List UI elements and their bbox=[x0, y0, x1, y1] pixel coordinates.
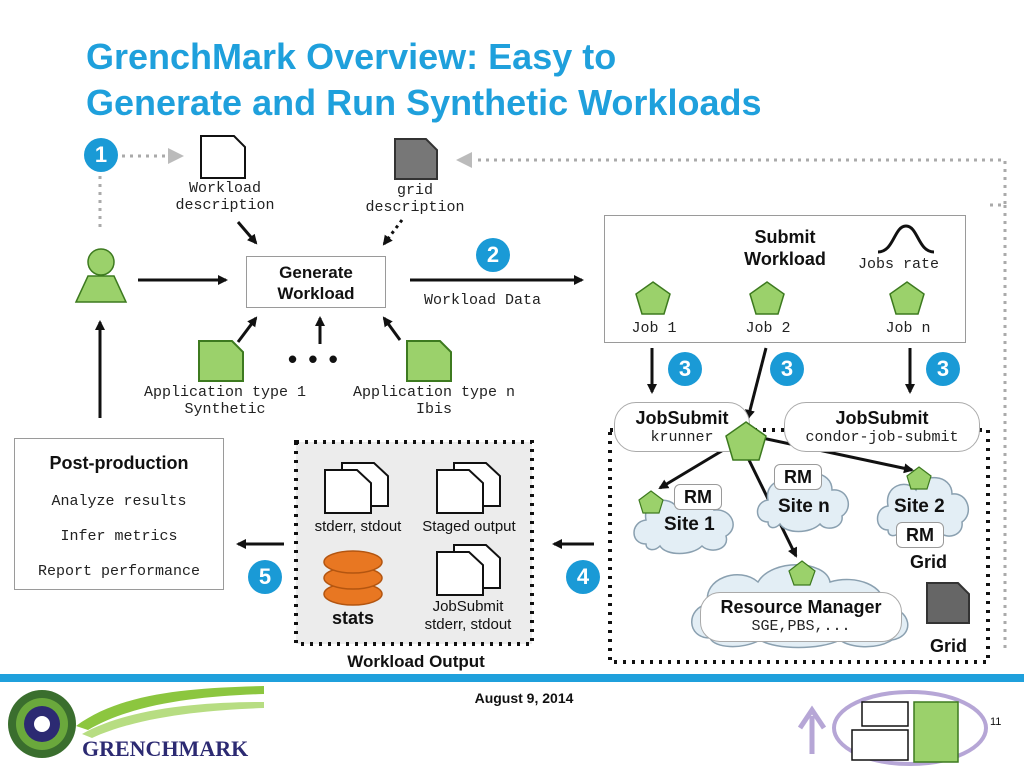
application-n-icon bbox=[406, 340, 452, 382]
jobsubmit-output-files-icon bbox=[436, 544, 501, 596]
workload-description-icon bbox=[200, 135, 246, 179]
stderr-stdout-label: stderr, stdout bbox=[314, 518, 402, 535]
job-n-icon bbox=[889, 281, 925, 315]
grid-description-label: grid description bbox=[365, 182, 465, 216]
site-2-label: Site 2 bbox=[894, 496, 945, 517]
submit-workload-box bbox=[604, 215, 966, 343]
page-number: 11 bbox=[990, 716, 1002, 728]
generate-workload-box: Generate Workload bbox=[246, 256, 386, 308]
stats-label: stats bbox=[331, 608, 375, 628]
resource-manager-box: Resource Manager SGE,PBS,... bbox=[700, 592, 902, 642]
post-item-analyze: Analyze results bbox=[51, 493, 187, 510]
job-n-label: Job n bbox=[885, 320, 931, 337]
step-3-badge-right: 3 bbox=[926, 352, 960, 386]
step-1-badge: 1 bbox=[84, 138, 118, 172]
application-1-icon bbox=[198, 340, 244, 382]
site-1-label: Site 1 bbox=[664, 514, 715, 535]
workload-data-label: Workload Data bbox=[424, 292, 542, 309]
jobsubmit-output-label: JobSubmit stderr, stdout bbox=[424, 598, 512, 633]
job-1-label: Job 1 bbox=[631, 320, 677, 337]
site-2-rm-badge: RM bbox=[896, 522, 944, 548]
job-2-label: Job 2 bbox=[745, 320, 791, 337]
grid-label-top: Grid bbox=[910, 552, 948, 572]
post-production-box: Post-production Analyze results Infer me… bbox=[14, 438, 224, 590]
slide-title-line1: GrenchMark Overview: Easy to bbox=[86, 36, 617, 77]
submit-workload-title: Submit Workload bbox=[744, 227, 826, 269]
grenchmark-logo: GRENCHMARK bbox=[8, 686, 264, 761]
jobsubmit-krunner-title: JobSubmit bbox=[635, 408, 729, 428]
site-n-label: Site n bbox=[778, 496, 830, 517]
user-icon bbox=[74, 248, 128, 303]
step-3-badge-mid: 3 bbox=[770, 352, 804, 386]
staged-output-files-icon bbox=[436, 462, 501, 514]
jobsubmit-condor-sub: condor-job-submit bbox=[805, 429, 959, 446]
stats-database-icon bbox=[323, 550, 383, 606]
jobsubmit-krunner-sub: krunner bbox=[650, 429, 714, 446]
grid-description-icon bbox=[394, 138, 438, 180]
ellipsis: • • • bbox=[288, 344, 340, 374]
site-2-job-icon bbox=[906, 466, 932, 490]
site-n-rm-badge: RM bbox=[774, 464, 822, 490]
grid-doc-icon bbox=[926, 582, 970, 624]
staged-output-label: Staged output bbox=[422, 518, 516, 535]
job-2-icon bbox=[749, 281, 785, 315]
application-1-label: Application type 1 Synthetic bbox=[143, 384, 307, 418]
jobs-rate-label: Jobs rate bbox=[858, 256, 940, 273]
resource-manager-sub: SGE,PBS,... bbox=[751, 618, 851, 635]
step-5-badge: 5 bbox=[248, 560, 282, 594]
slide-title: GrenchMark Overview: Easy to Generate an… bbox=[86, 34, 986, 126]
site-1-job-icon bbox=[638, 490, 664, 514]
feedback-dotted-loop bbox=[474, 158, 1007, 207]
jobs-rate-curve-icon bbox=[877, 224, 935, 254]
site-1-rm-badge: RM bbox=[674, 484, 722, 510]
stderr-stdout-files-icon bbox=[324, 462, 389, 514]
post-item-report: Report performance bbox=[37, 563, 201, 580]
jobsubmit-krunner-pill: JobSubmit krunner bbox=[614, 402, 750, 452]
application-n-label: Application type n Ibis bbox=[352, 384, 516, 418]
job-1-icon bbox=[635, 281, 671, 315]
footer-bar bbox=[0, 674, 1024, 682]
footer-decoration-icon bbox=[797, 690, 988, 766]
grenchmark-logo-text: GRENCHMARK bbox=[82, 736, 248, 761]
slide-title-line2: Generate and Run Synthetic Workloads bbox=[86, 82, 762, 123]
workload-description-label: Workload description bbox=[175, 180, 275, 214]
post-item-infer: Infer metrics bbox=[60, 528, 178, 545]
grid-label-bottom: Grid bbox=[930, 636, 968, 656]
workload-output-caption: Workload Output bbox=[347, 652, 485, 671]
step-2-badge: 2 bbox=[476, 238, 510, 272]
step-4-badge: 4 bbox=[566, 560, 600, 594]
footer-date: August 9, 2014 bbox=[474, 690, 574, 706]
jobsubmit-condor-pill: JobSubmit condor-job-submit bbox=[784, 402, 980, 452]
rm-job-icon bbox=[788, 560, 816, 586]
post-production-title: Post-production bbox=[49, 453, 189, 473]
resource-manager-title: Resource Manager bbox=[720, 597, 882, 617]
jobsubmit-condor-title: JobSubmit bbox=[835, 408, 929, 428]
dispatched-job-icon bbox=[725, 421, 767, 461]
step-3-badge-left: 3 bbox=[668, 352, 702, 386]
